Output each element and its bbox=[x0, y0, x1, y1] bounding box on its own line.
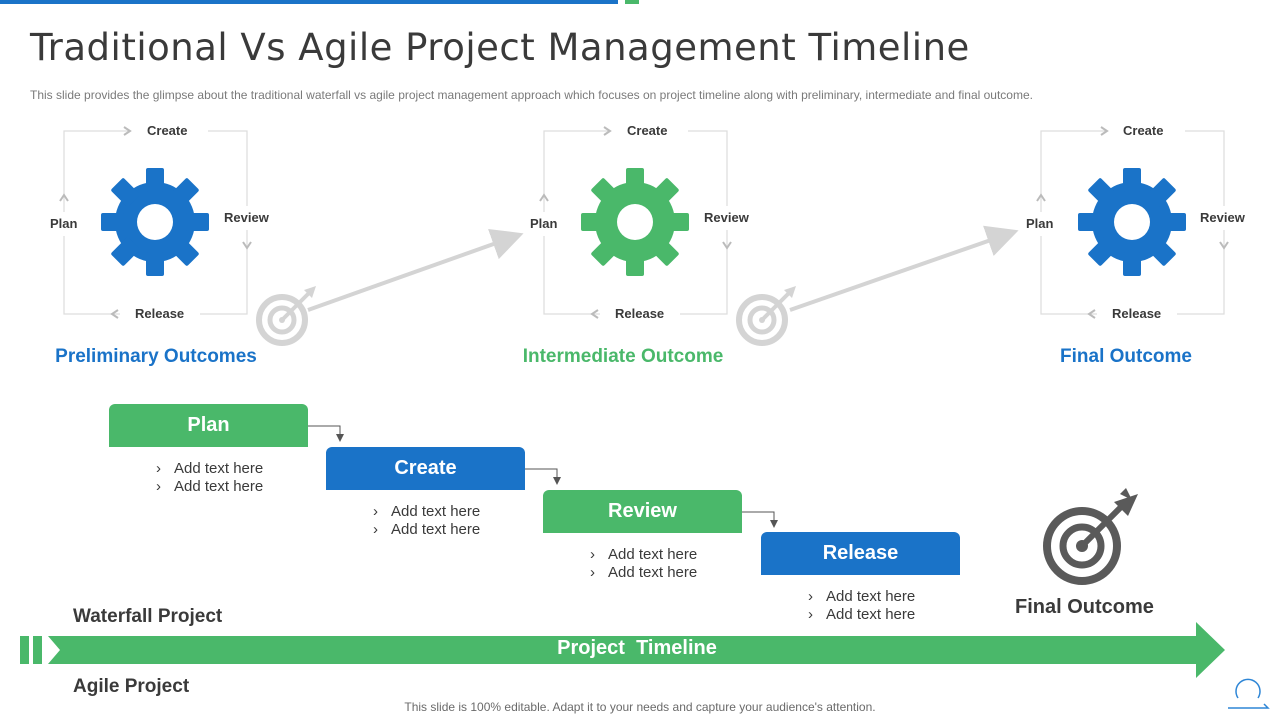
step-connector bbox=[742, 511, 778, 528]
step-bullets-plan: › Add text here › Add text here bbox=[156, 460, 263, 496]
cycle-label-review: Review bbox=[1200, 210, 1245, 225]
chevron-right-icon: › bbox=[156, 460, 161, 477]
cycle-box-intermediate bbox=[520, 122, 756, 324]
chevron-right-icon: › bbox=[590, 564, 595, 581]
bullet-text: Add text here bbox=[826, 588, 916, 605]
cycle-box-preliminary bbox=[40, 122, 276, 324]
footer-note: This slide is 100% editable. Adapt it to… bbox=[404, 700, 876, 714]
waterfall-step-release: Release bbox=[761, 532, 960, 575]
timeline-arrow bbox=[20, 622, 1225, 678]
list-item: › Add text here bbox=[373, 503, 480, 521]
cycle-label-release: Release bbox=[135, 306, 185, 321]
connector-arrow bbox=[307, 228, 524, 312]
cycle-label-release: Release bbox=[615, 306, 665, 321]
gear-icon bbox=[581, 168, 689, 276]
refresh-logo-icon bbox=[1228, 678, 1270, 709]
page-subtitle: This slide provides the glimpse about th… bbox=[30, 88, 1033, 102]
page-title: Traditional Vs Agile Project Management … bbox=[30, 26, 970, 69]
chevron-right-icon: › bbox=[590, 546, 595, 563]
cycle-label-create: Create bbox=[627, 123, 668, 138]
cycle-label-create: Create bbox=[1123, 123, 1164, 138]
chevron-right-icon: › bbox=[373, 503, 378, 520]
waterfall-step-review: Review bbox=[543, 490, 742, 533]
bullet-text: Add text here bbox=[608, 564, 698, 581]
list-item: › Add text here bbox=[156, 460, 263, 478]
step-bullets-review: › Add text here › Add text here bbox=[590, 546, 697, 582]
connector-arrow bbox=[789, 225, 1019, 312]
bullet-text: Add text here bbox=[174, 478, 264, 495]
outcome-title-intermediate: Intermediate Outcome bbox=[522, 346, 724, 367]
bullet-text: Add text here bbox=[174, 460, 264, 477]
list-item: › Add text here bbox=[590, 546, 697, 564]
bullet-text: Add text here bbox=[608, 546, 698, 563]
cycle-label-plan: Plan bbox=[530, 216, 558, 231]
final-outcome-label: Final Outcome bbox=[1015, 596, 1154, 618]
gear-icon bbox=[1078, 168, 1186, 276]
chevron-right-icon: › bbox=[156, 478, 161, 495]
chevron-right-icon: › bbox=[808, 588, 813, 605]
cycle-label-review: Review bbox=[704, 210, 749, 225]
cycle-label-release: Release bbox=[1112, 306, 1162, 321]
gear-icon bbox=[101, 168, 209, 276]
top-accent-bar-green bbox=[625, 0, 639, 4]
target-icon bbox=[1043, 488, 1138, 585]
step-bullets-release: › Add text here › Add text here bbox=[808, 588, 915, 624]
chevron-right-icon: › bbox=[373, 521, 378, 538]
list-item: › Add text here bbox=[590, 564, 697, 582]
list-item: › Add text here bbox=[156, 478, 263, 496]
cycle-label-plan: Plan bbox=[1026, 216, 1054, 231]
target-icon bbox=[736, 286, 796, 346]
step-connector bbox=[308, 425, 344, 442]
chevron-right-icon: › bbox=[808, 606, 813, 623]
waterfall-step-create: Create bbox=[326, 447, 525, 490]
top-accent-bar-blue bbox=[0, 0, 618, 4]
timeline-label: Project Timeline bbox=[557, 637, 717, 659]
list-item: › Add text here bbox=[808, 588, 915, 606]
cycle-label-review: Review bbox=[224, 210, 269, 225]
cycle-label-plan: Plan bbox=[50, 216, 78, 231]
waterfall-step-plan: Plan bbox=[109, 404, 308, 447]
list-item: › Add text here bbox=[373, 521, 480, 539]
bullet-text: Add text here bbox=[391, 521, 481, 538]
step-connector bbox=[525, 468, 561, 485]
cycle-label-create: Create bbox=[147, 123, 188, 138]
agile-project-label: Agile Project bbox=[73, 676, 190, 697]
outcome-title-preliminary: Preliminary Outcomes bbox=[55, 346, 257, 367]
target-icon bbox=[256, 286, 316, 346]
bullet-text: Add text here bbox=[826, 606, 916, 623]
bullet-text: Add text here bbox=[391, 503, 481, 520]
list-item: › Add text here bbox=[808, 606, 915, 624]
cycle-box-final bbox=[1017, 122, 1253, 324]
outcome-title-final: Final Outcome bbox=[1060, 346, 1192, 367]
step-bullets-create: › Add text here › Add text here bbox=[373, 503, 480, 539]
waterfall-project-label: Waterfall Project bbox=[73, 606, 223, 627]
